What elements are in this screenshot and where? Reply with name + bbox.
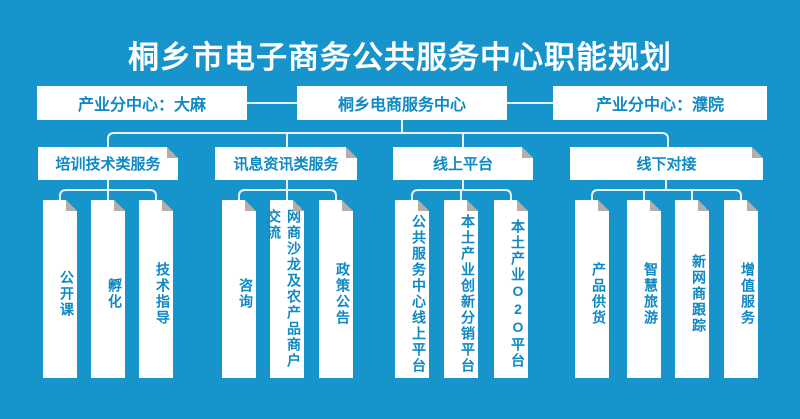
node-category-online-platform: 线上平台 [393,147,533,180]
node-leaf: 本土产业O2O平台 [494,200,528,378]
folded-corner-icon [517,200,528,211]
node-label: 桐乡电商服务中心 [337,97,466,114]
node-label: 咨询 [238,277,254,310]
folded-corner-icon [167,147,178,158]
node-leaf: 增值服务 [724,200,758,378]
folded-corner-icon [346,147,357,158]
folded-corner-icon [752,147,763,158]
node-label: 培训技术类服务 [55,156,161,173]
node-leaf: 技术指导 [139,200,173,378]
node-leaf: 公开课 [43,200,77,378]
node-label: 公开课 [59,269,75,318]
node-label: 智慧旅游 [643,261,659,326]
node-label: 政策公告 [335,261,351,326]
node-label: 网商沙龙及农产品商户交流 [266,209,302,369]
folded-corner-icon [66,200,77,211]
folded-corner-icon [698,200,709,211]
node-label: 本土产业O2O平台 [510,218,526,369]
node-label: 线下对接 [636,156,697,173]
node-main-service-center: 桐乡电商服务中心 [297,86,507,120]
node-category-information: 讯息资讯类服务 [215,147,357,180]
node-category-training: 培训技术类服务 [38,147,178,180]
folded-corner-icon [114,200,125,211]
node-label: 线上平台 [432,156,493,173]
folded-corner-icon [650,200,661,211]
node-label: 产业分中心：大麻 [77,97,206,114]
node-leaf: 公共服务中心线上平台 [395,200,429,378]
node-leaf: 孵化 [91,200,125,378]
node-leaf: 本土产业创新分销平台 [444,200,478,378]
node-label: 本土产业创新分销平台 [460,213,476,374]
folded-corner-icon [418,200,429,211]
node-label: 公共服务中心线上平台 [411,213,427,374]
node-leaf: 网商沙龙及农产品商户交流 [266,200,304,378]
node-label: 技术指导 [155,261,171,326]
folded-corner-icon [747,200,758,211]
node-leaf: 新网商跟踪 [675,200,709,378]
node-label: 新网商跟踪 [691,253,707,334]
node-leaf: 产品供货 [575,200,609,378]
node-label: 增值服务 [740,261,756,326]
node-leaf: 智慧旅游 [627,200,661,378]
node-label: 孵化 [107,277,123,310]
node-label: 讯息资讯类服务 [233,156,339,173]
folded-corner-icon [342,200,353,211]
page-title: 桐乡市电子商务公共服务中心职能规划 [128,40,672,75]
folded-corner-icon [293,200,304,211]
node-branch-center-damai: 产业分中心：大麻 [37,86,247,120]
node-category-offline-connect: 线下对接 [570,147,763,180]
folded-corner-icon [467,200,478,211]
node-label: 产品供货 [591,261,607,326]
folded-corner-icon [598,200,609,211]
folded-corner-icon [162,200,173,211]
folded-corner-icon [245,200,256,211]
folded-corner-icon [522,147,533,158]
node-branch-center-puyuan: 产业分中心：濮院 [553,86,767,120]
node-leaf: 咨询 [222,200,256,378]
node-leaf: 政策公告 [319,200,353,378]
node-label: 产业分中心：濮院 [595,97,724,114]
